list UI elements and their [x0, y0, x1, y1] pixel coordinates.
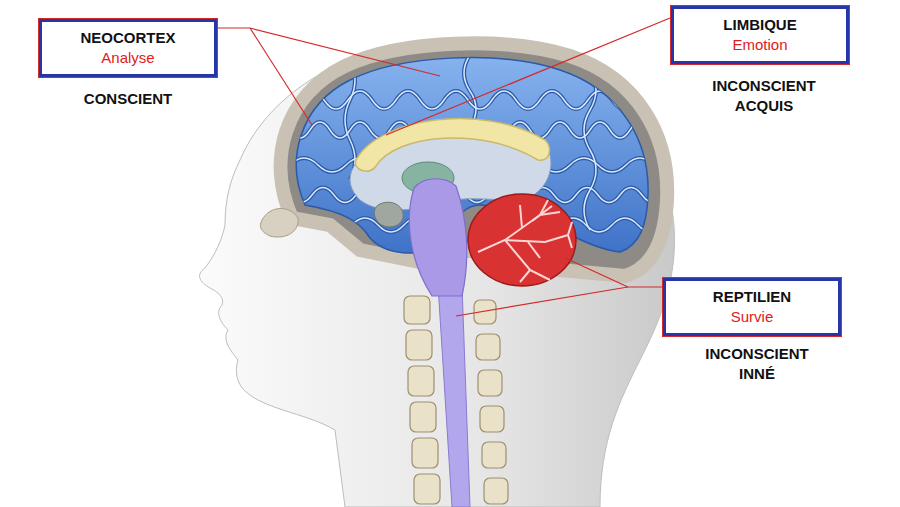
region-name: REPTILIEN: [677, 287, 827, 307]
gyri: [290, 55, 664, 232]
region-name: LIMBIQUE: [685, 15, 835, 35]
consciousness-label: INCONSCIENT INNÉ: [692, 344, 822, 384]
brainstem: [409, 179, 466, 296]
head-silhouette: [200, 40, 675, 507]
region-function: Emotion: [685, 35, 835, 55]
arbor-vitae: [478, 200, 572, 282]
consciousness-label: CONSCIENT: [53, 89, 203, 109]
hypophysis: [374, 202, 403, 227]
label-box: NEOCORTEXAnalyse: [38, 18, 218, 78]
corpus-callosum: [355, 119, 549, 172]
region-function: Analyse: [53, 48, 203, 68]
leader-lines: [218, 18, 670, 316]
cerebellum: [468, 194, 576, 286]
consciousness-label: INCONSCIENT ACQUIS: [699, 76, 829, 116]
region-function: Survie: [677, 307, 827, 327]
region-name: NEOCORTEX: [53, 28, 203, 48]
label-box: REPTILIENSurvie: [662, 277, 842, 337]
label-box: LIMBIQUEEmotion: [670, 5, 850, 65]
spinal-cord: [438, 285, 470, 507]
sinus: [260, 208, 298, 237]
